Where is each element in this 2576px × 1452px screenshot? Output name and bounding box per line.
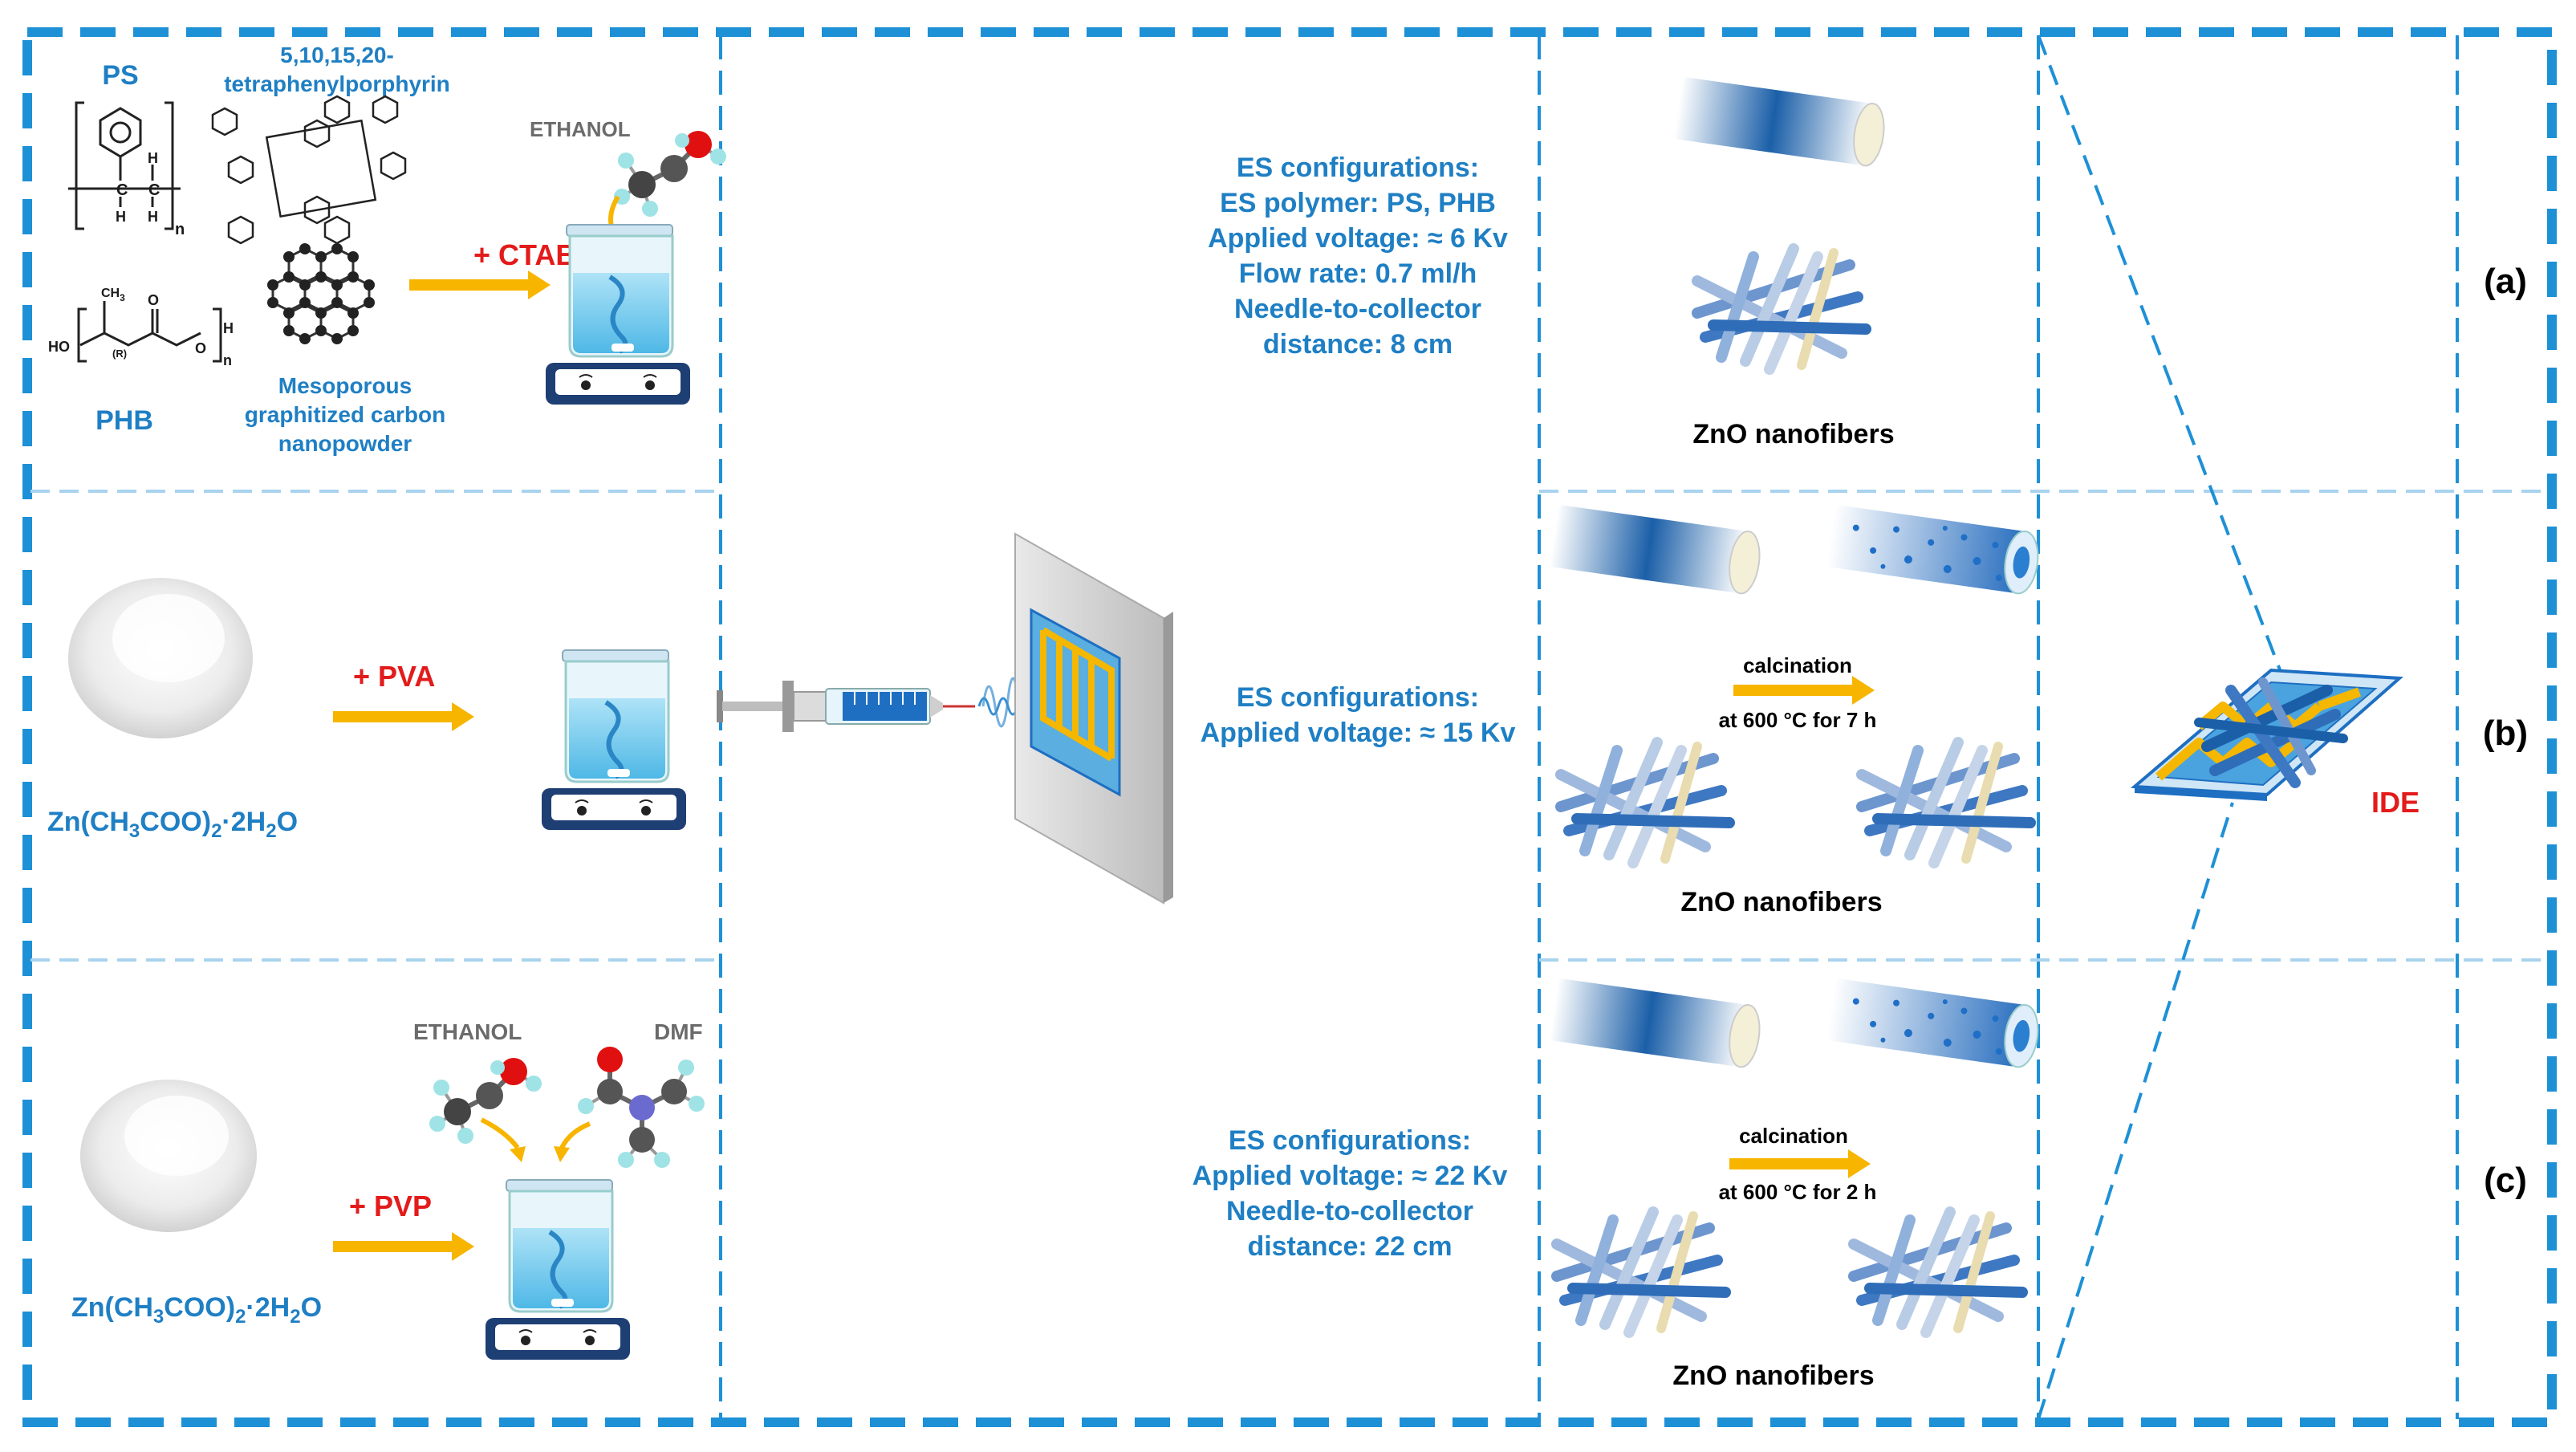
row-label-b: (b) — [2483, 714, 2528, 753]
row-a-config-line-1: ES configurations: — [1237, 153, 1479, 183]
row-c-mesh-after — [1854, 1212, 2022, 1332]
row-c-products: calcination at 600 °C for 2 h ZnO nanofi… — [1548, 977, 2043, 1391]
dmf-molecule — [578, 1047, 705, 1168]
row-label-c: (c) — [2484, 1161, 2527, 1200]
ide-label: IDE — [2371, 786, 2420, 819]
row-c-fiber-after — [1825, 977, 2043, 1071]
row-b-calcination-condition: at 600 °C for 7 h — [1719, 708, 1877, 732]
row-a-ethanol-label: ETHANOL — [530, 117, 631, 141]
row-b-config-line-1: ES configurations: — [1237, 682, 1479, 713]
row-a-mesh — [1697, 249, 1866, 369]
ps-structure: C C H H H n — [68, 101, 185, 238]
phb-structure: CH3 HO O O H (R) n — [48, 287, 234, 368]
row-b-mesh-after — [1862, 742, 2030, 863]
row-b-calcination-label: calcination — [1743, 653, 1852, 677]
carbon-label-line2: graphitized carbon — [245, 402, 445, 427]
beaker-c — [486, 1180, 630, 1360]
carbon-label-line3: nanopowder — [278, 431, 412, 456]
zoom-line-top — [2037, 35, 2285, 679]
ps-subscript-n: n — [175, 221, 185, 238]
row-c-config-line-2: Applied voltage: ≈ 22 Kv — [1193, 1161, 1508, 1191]
row-a-product-label: ZnO nanofibers — [1692, 419, 1894, 449]
row-c-calcination-label: calcination — [1739, 1124, 1848, 1148]
row-a-fiber — [1672, 75, 1889, 169]
row-a-config-line-3: Applied voltage: ≈ 6 Kv — [1208, 223, 1508, 254]
row-c-ethanol-label: ETHANOL — [413, 1019, 522, 1044]
row-a-config-line-6: distance: 8 cm — [1263, 329, 1453, 360]
phb-ch3: CH3 — [101, 287, 125, 303]
ps-h3: H — [148, 209, 158, 225]
row-a-config: ES configurations: ES polymer: PS, PHB A… — [1208, 153, 1508, 360]
row-c-config-line-3: Needle-to-collector — [1226, 1196, 1473, 1226]
syringe — [717, 681, 975, 732]
row-c-product-label: ZnO nanofibers — [1672, 1360, 1874, 1391]
electrospinning-setup — [717, 532, 1173, 905]
row-b-mesh-before — [1561, 742, 1729, 863]
ethanol-molecule-a — [614, 131, 726, 217]
row-c-config-line-1: ES configurations: — [1229, 1125, 1471, 1156]
carbon-label-line1: Mesoporous — [278, 373, 412, 398]
phb-o-top: O — [148, 292, 159, 308]
ps-label: PS — [102, 60, 138, 91]
ps-h2: H — [116, 209, 126, 225]
dmf-label: DMF — [654, 1019, 703, 1044]
zinc-acetate-label-c: Zn(CH3COO)2·2H2O — [71, 1292, 322, 1328]
row-a-config-line-4: Flow rate: 0.7 ml/h — [1239, 258, 1477, 289]
row-a-config-line-5: Needle-to-collector — [1234, 294, 1481, 324]
row-c-fiber-before — [1548, 977, 1765, 1070]
row-b-calcination-arrow — [1733, 676, 1875, 705]
row-c-calcination-arrow — [1729, 1149, 1871, 1178]
row-c-config: ES configurations: Applied voltage: ≈ 22… — [1193, 1125, 1508, 1262]
porphyrin-structure — [211, 95, 407, 245]
row-b-product-label: ZnO nanofibers — [1680, 887, 1882, 917]
pvp-label: + PVP — [349, 1190, 432, 1222]
jet-wave — [977, 697, 1019, 716]
row-b-fiber-before — [1548, 503, 1765, 596]
ctab-label: + CTAB — [473, 238, 576, 271]
row-label-a: (a) — [2484, 262, 2527, 301]
porphyrin-label-line1: 5,10,15,20- — [280, 43, 394, 67]
row-a-arrow — [409, 270, 551, 299]
zinc-acetate-label-b: Zn(CH3COO)2·2H2O — [47, 807, 298, 842]
row-b-config: ES configurations: Applied voltage: ≈ 15… — [1201, 682, 1516, 748]
phb-label: PHB — [95, 405, 153, 436]
ethanol-molecule-c — [429, 1058, 542, 1144]
row-a-config-line-2: ES polymer: PS, PHB — [1220, 188, 1496, 218]
row-b-config-line-2: Applied voltage: ≈ 15 Kv — [1201, 718, 1516, 748]
ide-electrode — [2130, 668, 2403, 801]
phb-h: H — [223, 320, 234, 336]
phb-subscript-n: n — [223, 352, 232, 368]
phb-o: O — [195, 340, 206, 356]
row-c-mesh-before — [1557, 1212, 1725, 1332]
pva-label: + PVA — [353, 660, 435, 693]
row-c-arrow — [333, 1232, 474, 1261]
ps-c2: C — [148, 181, 160, 199]
beaker-b — [542, 650, 686, 830]
phb-ho: HO — [48, 339, 70, 355]
carbon-structure — [267, 243, 375, 344]
porphyrin-label-line2: tetraphenylporphyrin — [224, 71, 450, 96]
collector-plate — [1014, 532, 1173, 905]
zoom-line-bottom — [2037, 802, 2234, 1420]
row-b-products: calcination at 600 °C for 7 h ZnO nanofi… — [1548, 503, 2043, 917]
row-b-fiber-after — [1825, 503, 2043, 597]
row-c-calcination-condition: at 600 °C for 2 h — [1719, 1180, 1877, 1204]
row-a-materials: PS 5,10,15,20- tetraphenylporphyrin C C … — [48, 43, 726, 456]
row-a-products: ZnO nanofibers — [1672, 75, 1895, 449]
row-c-materials: Zn(CH3COO)2·2H2O ETHANOL DMF — [71, 1019, 705, 1360]
row-c-config-line-4: distance: 22 cm — [1247, 1231, 1452, 1262]
row-b-arrow — [333, 702, 474, 731]
ps-h1: H — [148, 150, 158, 166]
row-b-materials: Zn(CH3COO)2·2H2O + PVA — [47, 578, 686, 842]
phb-r: (R) — [112, 348, 127, 360]
ps-c1: C — [116, 181, 128, 199]
